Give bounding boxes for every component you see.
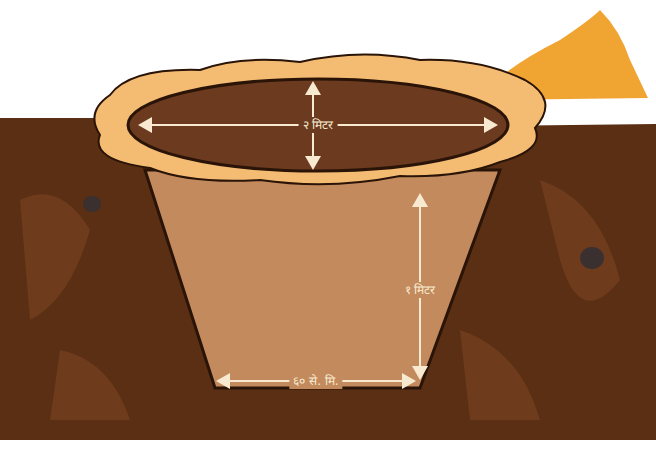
dimension-label: १ मिटर [401,282,440,298]
stone [580,247,604,269]
pit-wall [145,170,500,388]
pit-opening [128,79,508,171]
pit-rim [94,54,545,184]
dimension-label: ६० से. मि. [289,373,342,389]
stone [83,196,101,212]
dimension-label: २ मिटर [299,117,338,133]
